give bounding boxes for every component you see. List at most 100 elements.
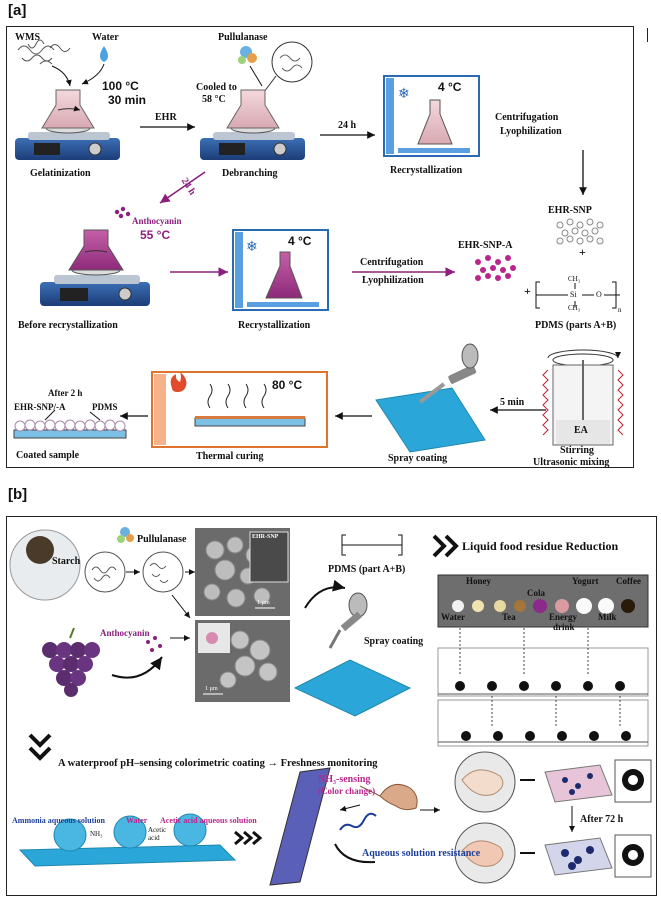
panel-a-tag: [a]: [8, 2, 27, 19]
temp-58-label: 58 °C: [202, 94, 226, 105]
water-b2-label: Water: [126, 816, 148, 825]
ultrasonic-beaker: [542, 349, 624, 446]
pullulanase-icon: [238, 46, 263, 87]
coated-sample: [13, 409, 127, 439]
pdms-small-label: PDMS: [92, 402, 118, 412]
min5-label: 5 min: [500, 397, 525, 408]
debranched-chain-circle: [142, 551, 184, 593]
aq-resist-label: Aqueous solution resistance: [362, 848, 481, 859]
before-recryst-label: Before recrystallization: [18, 320, 118, 331]
debranching-label: Debranching: [222, 168, 278, 179]
pullulanase-b-icon: [117, 527, 134, 543]
water-drop-icon: [100, 46, 108, 62]
sem-label: EHR-SNP: [252, 534, 279, 540]
plus-sign-1: +: [579, 245, 586, 259]
starch-chain-circle: [84, 551, 126, 593]
double-chevron-icon-mid: [28, 733, 52, 761]
spray-gun-b-icon: [328, 592, 368, 649]
acetic-small-label: Acetic acid: [148, 826, 167, 842]
pdms-b-structure: [341, 534, 403, 556]
temp-80-label: 80 °C: [272, 378, 303, 392]
coated-label: Coated sample: [16, 450, 80, 461]
centrifugation-top-label: Centrifugation: [495, 112, 559, 123]
thermal-oven: [151, 371, 328, 448]
plus-sign-2: +: [524, 284, 531, 298]
ehr-snp-particles: [556, 218, 604, 245]
ehr-snp-a-particles: [475, 255, 516, 281]
ehr-snp-a-label: EHR-SNP-A: [458, 240, 513, 251]
fridge-mid: ❄: [232, 229, 329, 311]
recrystallization-top-label: Recrystallization: [390, 165, 463, 176]
wms-fibers: [17, 39, 71, 65]
pdms-b-label: PDMS (part A+B): [328, 564, 406, 575]
nh3-small-label: NH₃: [90, 830, 103, 838]
pdms-structure: [535, 281, 620, 309]
sem-scale-1: 1 µm: [257, 600, 270, 606]
panel-b-tag: [b]: [8, 486, 28, 503]
spray-b-label: Spray coating: [364, 636, 424, 647]
ph-substrate: [18, 813, 237, 867]
ea-label: EA: [574, 425, 588, 436]
energy-label: Energy: [549, 612, 577, 622]
gelatinization-label: Gelatinization: [30, 168, 91, 179]
tea-label: Tea: [502, 612, 516, 622]
svg-text:❄: ❄: [246, 240, 258, 255]
text-cursor-mark: [647, 28, 648, 42]
coated-slide-b: [269, 767, 331, 886]
lyophilization-mid-label: Lyophilization: [362, 275, 424, 286]
milk-label: Milk: [598, 612, 617, 622]
honey-label: Honey: [466, 576, 492, 586]
temp-4-top-label: 4 °C: [438, 80, 462, 94]
after-72-label: After 72 h: [580, 814, 624, 825]
water-arrow: [81, 63, 105, 85]
double-chevron-icon-top: [432, 534, 459, 558]
panel-a-graphics: ❄ ❄: [13, 39, 624, 453]
si-atom: Si: [570, 290, 577, 299]
waterproof-title: A waterproof pH–sensing colorimetric coa…: [58, 758, 378, 769]
pdms-label: PDMS (parts A+B): [535, 320, 617, 331]
panel-a-frame: [6, 26, 634, 468]
time-30-label: 30 min: [108, 93, 147, 107]
water-label: Water: [92, 32, 119, 43]
pullulanase-label: Pullulanase: [218, 32, 268, 43]
zoom-lens: [271, 41, 313, 83]
liquid-droplets: [452, 598, 635, 614]
n-subscript: n: [618, 306, 622, 314]
ehr-label: EHR: [155, 112, 177, 123]
acetic-label: Acetic acid aqueous solution: [160, 816, 257, 825]
ehr-snp-label: EHR-SNP: [548, 205, 592, 216]
panel-b-frame: [6, 516, 657, 896]
fridge-top: ❄: [383, 75, 480, 157]
spray-slide-b: [293, 659, 412, 717]
wms-label: WMS: [15, 32, 40, 43]
hotplate-before-recrystallization: [40, 229, 150, 306]
hotplate-debranching: [200, 89, 305, 160]
liquid-title: Liquid food residue Reduction: [462, 539, 619, 553]
nh3-sensing-label: NH₃-sensing: [318, 774, 371, 785]
temp-4-mid-label: 4 °C: [288, 234, 312, 248]
anthocyanin-b-label: Anthocyanin: [100, 628, 150, 638]
color-change-label: (Color change): [318, 786, 376, 796]
panel-b-graphics: [9, 527, 652, 886]
flame-icon: [170, 372, 187, 392]
anthocyanin-dots: [114, 206, 131, 219]
ch3-bottom: CH₃: [568, 304, 581, 312]
spray-slide: [375, 387, 486, 453]
hotplate-gelatinization: [15, 89, 120, 160]
yogurt-label: Yogurt: [572, 576, 599, 586]
centrifugation-mid-label: Centrifugation: [360, 257, 424, 268]
temp-55-label: 55 °C: [140, 228, 171, 242]
h24-top-label: 24 h: [338, 120, 357, 131]
o-atom: O: [596, 290, 602, 299]
pullulanase-b-label: Pullulanase: [137, 534, 187, 545]
triple-chevron-icon: [234, 830, 263, 846]
stirring-label: Stirring: [560, 445, 594, 456]
grapes-icon: [42, 627, 100, 697]
recryst-mid-label: Recrystallization: [238, 320, 311, 331]
contact-angle-strip-2: [437, 699, 649, 747]
svg-text:❄: ❄: [398, 87, 410, 102]
lyophilization-top-label: Lyophilization: [500, 126, 562, 137]
shrimp-icon: [359, 783, 418, 811]
cola-label: Cola: [527, 588, 545, 598]
starch-label: Starch: [52, 556, 81, 567]
